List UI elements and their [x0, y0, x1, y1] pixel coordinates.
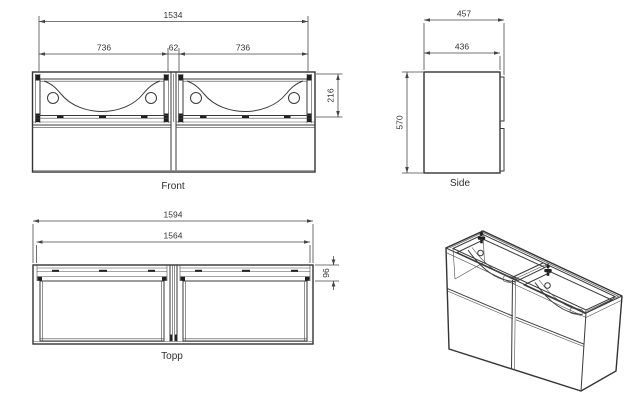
front-view-label: Front: [161, 181, 185, 192]
iso-right-basin: [522, 263, 616, 316]
top-right-compartment: [179, 265, 311, 342]
top-view: 1594 1564 96: [32, 210, 339, 362]
iso-right-overflow-hole: [544, 282, 551, 289]
iso-left-faucet-fixing: [477, 230, 486, 244]
iso-left-overflow-hole: [477, 249, 484, 257]
top-left-compartment: [36, 265, 168, 342]
iso-right-faucet-fixing: [544, 263, 552, 276]
top-carcass: [32, 264, 314, 345]
front-dim-basin-widths: 736 62 736: [39, 43, 308, 71]
side-dim-carcass-depth-text: 436: [455, 42, 469, 52]
front-dim-overall-width: 1534: [38, 10, 309, 71]
top-dim-overall-width-text: 1594: [164, 210, 183, 220]
side-view-label: Side: [450, 178, 470, 189]
top-dim-carcass-width: 1564: [36, 231, 311, 263]
front-dim-left-basin-text: 736: [97, 43, 111, 53]
iso-carcass: [445, 230, 623, 392]
iso-left-basin: [455, 230, 547, 284]
top-dim-rail-depth-text: 96: [321, 268, 331, 278]
side-carcass: [423, 71, 505, 174]
front-dim-center-gap-text: 62: [169, 43, 179, 53]
front-dim-basin-height-text: 216: [326, 88, 336, 102]
side-dim-carcass-depth: 436: [424, 42, 501, 70]
front-view: 1534 736 62 736 216: [31, 10, 343, 192]
side-dim-overall-height: 570: [395, 71, 423, 174]
side-dim-overall-height-text: 570: [395, 115, 405, 129]
front-right-basin-section: [178, 74, 312, 123]
top-dim-overall-width: 1594: [32, 210, 314, 263]
top-dim-rail-depth: 96: [315, 256, 339, 290]
front-dim-right-basin-text: 736: [236, 43, 250, 53]
front-left-basin-section: [35, 74, 169, 123]
top-dim-carcass-width-text: 1564: [164, 231, 183, 241]
top-view-label: Topp: [161, 351, 183, 362]
front-carcass: [31, 71, 316, 173]
iso-drawer-fronts: [447, 279, 585, 371]
front-dim-overall-width-text: 1534: [164, 10, 183, 20]
side-view: 457 436 570 Side: [395, 9, 505, 189]
iso-view: [445, 230, 623, 392]
side-dim-overall-depth-text: 457: [457, 9, 471, 19]
side-dim-overall-depth: 457: [423, 9, 505, 75]
front-dim-basin-height: 216: [316, 73, 343, 118]
side-upper-drawer-edge: [499, 76, 505, 122]
side-lower-drawer-edge: [499, 128, 505, 172]
